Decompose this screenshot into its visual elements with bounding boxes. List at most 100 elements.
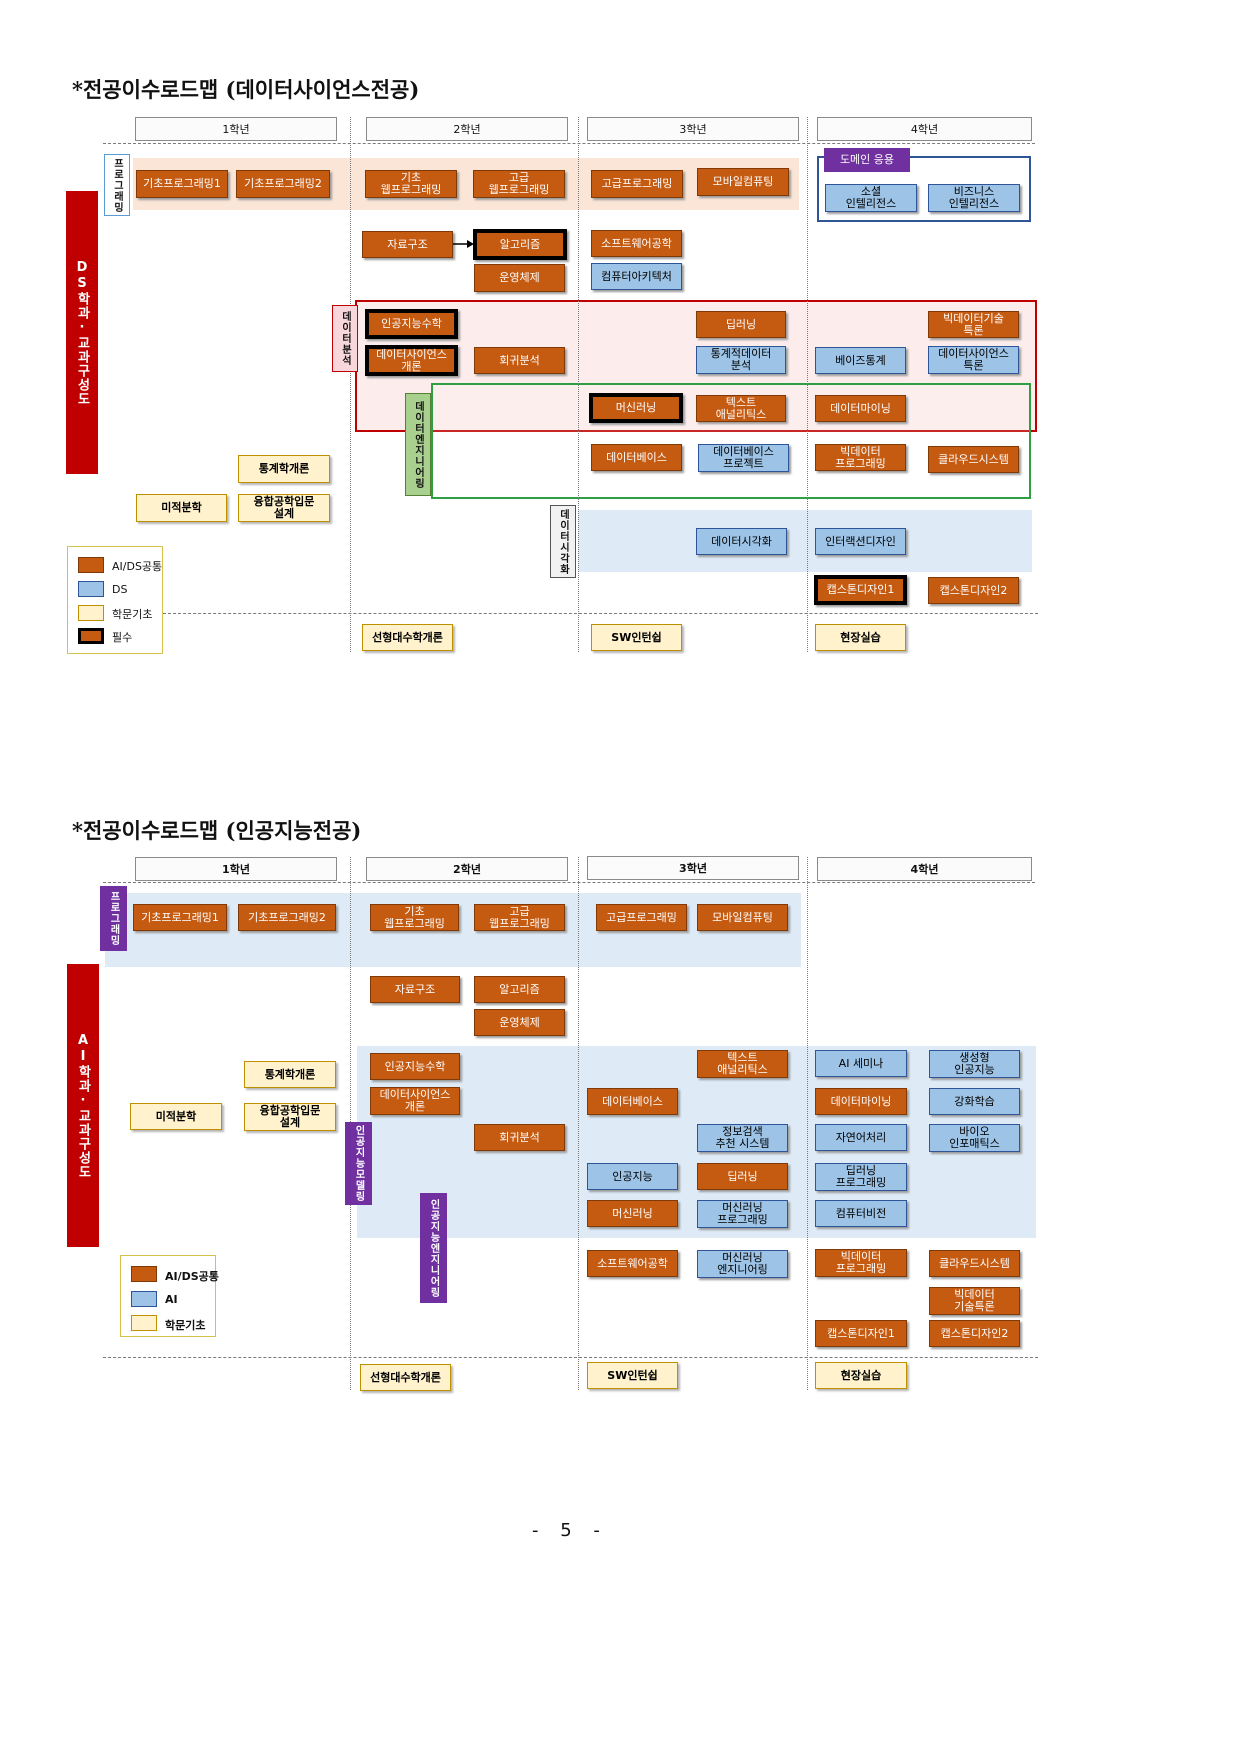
course-box: 소셜 인텔리전스 [825, 184, 917, 212]
course-box: 모바일컴퓨팅 [697, 904, 788, 931]
legend-label: AI [165, 1293, 178, 1306]
ai-column-divider [807, 857, 808, 1390]
course-box: 고급프로그래밍 [591, 170, 683, 198]
course-box: 강화학습 [929, 1088, 1020, 1115]
course-box-required: 캡스톤디자인1 [814, 575, 907, 605]
ai-legend: AI/DS공통 AI 학문기초 [120, 1255, 219, 1337]
course-box: 캡스톤디자인1 [815, 1320, 907, 1347]
legend-label: 필수 [112, 631, 133, 644]
ai-year-1: 1학년 [135, 857, 337, 881]
course-box-required: 인공지능수학 [365, 309, 458, 339]
page-number: - 5 - [532, 1520, 608, 1541]
legend-label: 학문기초 [112, 608, 153, 621]
course-box: 운영체제 [474, 1009, 565, 1036]
ai-year-4: 4학년 [817, 857, 1032, 881]
course-box: AI 세미나 [815, 1050, 907, 1077]
course-box: 텍스트 애널리틱스 [697, 1050, 788, 1078]
course-box: 베이즈통계 [815, 347, 906, 374]
ds-year-4: 4학년 [817, 117, 1032, 141]
ds-data-engineering-label: 데이터엔지니어링 [405, 393, 431, 496]
course-box: 클라우드시스템 [929, 1250, 1020, 1277]
course-box: 통계적데이터 분석 [696, 346, 786, 374]
course-box: 고급프로그래밍 [596, 904, 687, 931]
course-box: 인공지능 [587, 1163, 678, 1190]
course-box: 회귀분석 [474, 347, 565, 374]
ds-legend: AI/DS공통 DS 학문기초 필수 [67, 546, 163, 654]
course-box: 데이터마이닝 [815, 1088, 907, 1115]
legend-label: AI/DS공통 [165, 1270, 219, 1283]
course-box: 기초프로그래밍1 [136, 170, 228, 198]
ai-footer-divider [103, 1357, 1038, 1358]
course-box-required: 데이터사이언스 개론 [365, 345, 458, 376]
course-box: 선형대수학개론 [360, 1364, 451, 1391]
course-box: 딥러닝 [697, 1163, 788, 1190]
course-box: 데이터베이스 [587, 1088, 678, 1115]
legend-swatch-common [131, 1266, 157, 1282]
ai-core-band [357, 1046, 1036, 1238]
course-box: 모바일컴퓨팅 [697, 168, 789, 196]
ds-data-visualization-label: 데이터시각화 [550, 505, 576, 578]
legend-swatch-basic [78, 605, 104, 621]
course-box: 자료구조 [362, 231, 453, 258]
course-box: 컴퓨터비전 [815, 1200, 907, 1227]
course-box: 통계학개론 [244, 1061, 336, 1088]
course-box: 정보검색 추천 시스템 [697, 1124, 788, 1152]
prerequisite-arrow [453, 240, 474, 248]
ds-column-divider [807, 117, 808, 652]
course-box: 미적분학 [136, 494, 227, 522]
course-box: 비즈니스 인텔리전스 [928, 184, 1020, 212]
course-box: 알고리즘 [474, 976, 565, 1003]
course-box: 회귀분석 [474, 1124, 565, 1151]
course-box: 머신러닝 프로그래밍 [697, 1200, 788, 1228]
course-box: 빅데이터 기술특론 [929, 1287, 1020, 1315]
course-box: 딥러닝 [696, 311, 786, 338]
course-box-required: 알고리즘 [473, 229, 567, 260]
course-box: 바이오 인포매틱스 [929, 1124, 1020, 1152]
course-box: 데이터사이언스 특론 [928, 346, 1019, 374]
course-box: 데이터베이스 [591, 444, 682, 471]
course-box: 컴퓨터아키텍처 [591, 263, 682, 290]
course-box: 데이터마이닝 [815, 395, 906, 422]
ai-modeling-label: 인공지능모델링 [345, 1122, 372, 1205]
ai-map-title: *전공이수로드맵 (인공지능전공) [72, 818, 362, 843]
course-box: 기초프로그래밍2 [236, 170, 330, 198]
course-box: 현장실습 [815, 624, 906, 651]
course-box: 기초 웹프로그래밍 [365, 170, 457, 198]
course-box: 인터랙션디자인 [815, 528, 906, 555]
course-box: 미적분학 [130, 1103, 222, 1130]
ai-year-2: 2학년 [366, 857, 568, 881]
course-box: 기초프로그래밍1 [133, 904, 227, 931]
legend-label: DS [112, 583, 128, 596]
course-box: 자료구조 [370, 976, 460, 1003]
legend-swatch-required [78, 628, 104, 644]
course-box: 통계학개론 [238, 455, 330, 483]
ai-header-divider [103, 882, 1035, 883]
course-box: 빅데이터 프로그래밍 [815, 444, 906, 471]
ds-column-divider [350, 117, 351, 652]
ds-domain-area [817, 156, 1031, 222]
course-box: 빅데이터기술 특론 [928, 311, 1019, 338]
course-box: 빅데이터 프로그래밍 [815, 1249, 907, 1277]
course-box: SW인턴쉽 [591, 624, 682, 651]
course-box: 융합공학입문 설계 [244, 1103, 336, 1131]
course-box: 데이터사이언스 개론 [370, 1087, 460, 1115]
course-box: 데이터시각화 [696, 528, 787, 555]
course-box: 운영체제 [474, 264, 565, 292]
course-box: 머신러닝 [587, 1200, 678, 1227]
ds-dept-label: DS학과·교과구성도 [66, 191, 98, 474]
ds-year-3: 3학년 [587, 117, 799, 141]
ds-footer-divider [163, 613, 1038, 614]
course-box: 텍스트 애널리틱스 [696, 395, 786, 422]
course-box: 기초 웹프로그래밍 [370, 904, 459, 931]
legend-swatch-basic [131, 1315, 157, 1331]
course-box: 소프트웨어공학 [591, 230, 682, 257]
ds-visualization-band [578, 510, 1032, 572]
course-box: 고급 웹프로그래밍 [473, 170, 565, 198]
course-box: 선형대수학개론 [362, 624, 453, 651]
course-box: 머신러닝 엔지니어링 [697, 1250, 788, 1278]
course-box: 생성형 인공지능 [929, 1050, 1020, 1078]
ai-dept-label: AI학과·교과구성도 [67, 964, 99, 1247]
ai-programming-label: 프로그래밍 [100, 886, 127, 951]
legend-label: AI/DS공통 [112, 560, 163, 573]
ai-engineering-label: 인공지능엔지니어링 [420, 1193, 447, 1303]
